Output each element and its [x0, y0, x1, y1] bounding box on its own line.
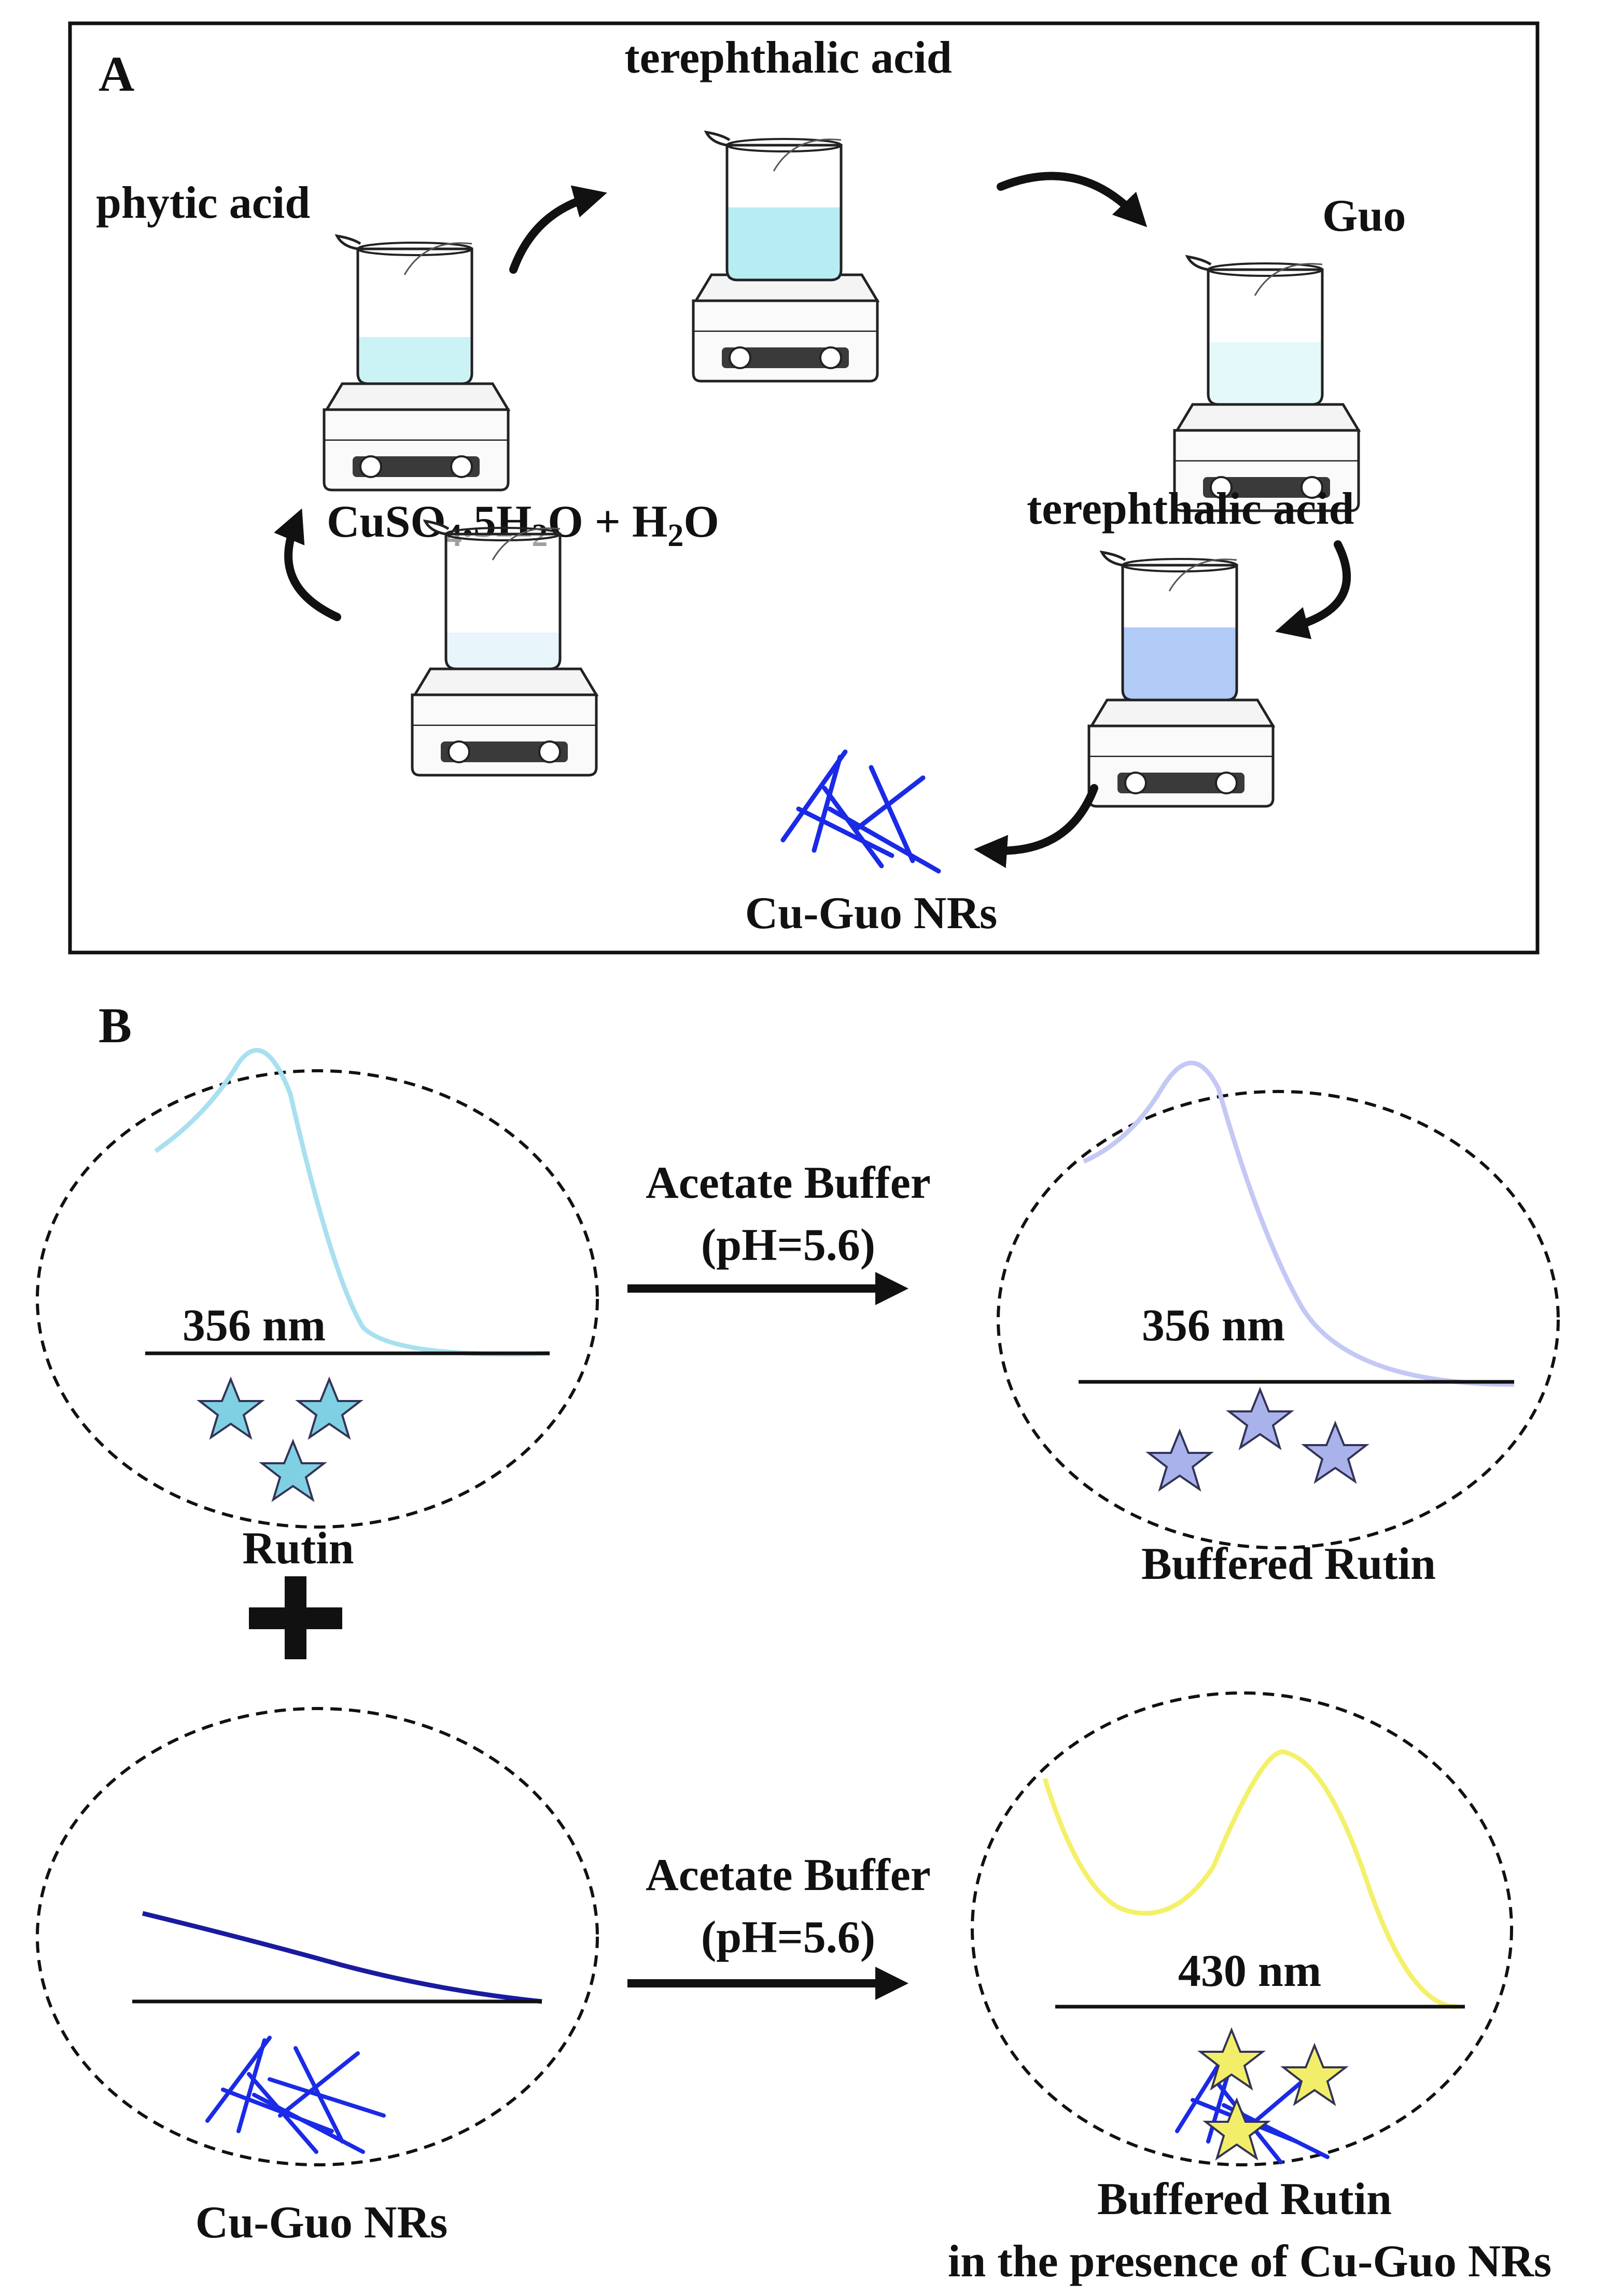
label-cu-guo-nrs-a: Cu-Guo NRs	[745, 888, 998, 939]
label-phytic: phytic acid	[96, 178, 310, 228]
rutin-star-3	[261, 1440, 325, 1501]
buffered-star-1	[1228, 1389, 1292, 1449]
ph-label-1: (pH=5.6)	[701, 1220, 875, 1270]
buffered-peak-label: 356 nm	[1142, 1300, 1285, 1351]
panel-a-frame	[68, 21, 1540, 955]
stirrer-terephthalic-right	[1089, 552, 1273, 806]
complex-spectrum: 430 nm	[971, 1691, 1513, 2166]
stirrer-phytic	[324, 236, 508, 490]
nanorods-panel-a	[780, 749, 941, 874]
label-terephthalic-right: terephthalic acid	[1027, 484, 1354, 534]
reagent-label-2: Acetate Buffer	[646, 1850, 931, 1900]
label-complex-line2: in the presence of Cu-Guo NRs	[948, 2236, 1551, 2287]
nrs-spectrum	[36, 1707, 599, 2166]
buffered-star-2	[1148, 1430, 1212, 1490]
label-guo: Guo	[1322, 191, 1406, 241]
complex-star-2	[1282, 2045, 1347, 2105]
buffered-rutin-spectrum: 356 nm	[997, 1060, 1560, 1549]
ph-label-2: (pH=5.6)	[701, 1912, 875, 1963]
rutin-peak-label: 356 nm	[183, 1300, 326, 1351]
stirrer-cuso4	[412, 521, 596, 775]
cycle-arrows	[274, 172, 1351, 869]
label-complex-line1: Buffered Rutin	[1097, 2174, 1392, 2224]
rutin-spectrum: 356 nm	[36, 1048, 599, 1529]
reagent-label-1: Acetate Buffer	[646, 1158, 931, 1208]
label-terephthalic-top: terephthalic acid	[624, 33, 952, 83]
stirrer-guo	[1174, 257, 1359, 511]
nanorods-panel-b	[205, 2036, 386, 2154]
label-cu-guo-nrs-b: Cu-Guo NRs	[195, 2197, 448, 2248]
arrow-right-down	[1275, 540, 1351, 639]
arrow-top-to-guo	[997, 172, 1148, 228]
rutin-star-1	[199, 1378, 263, 1438]
label-rutin: Rutin	[242, 1523, 354, 1574]
panel-a-label: A	[99, 46, 134, 102]
arrow-to-product	[974, 784, 1098, 869]
panel-b-label: B	[99, 998, 132, 1053]
label-buffered-rutin: Buffered Rutin	[1141, 1539, 1436, 1589]
buffered-star-3	[1303, 1422, 1367, 1482]
arrow-cuso4-up	[274, 508, 341, 621]
arrow-phytic-to-top	[509, 185, 607, 274]
plus-icon	[249, 1576, 342, 1659]
stirrer-terephthalic-top	[693, 132, 877, 381]
complex-peak-label: 430 nm	[1178, 1946, 1321, 1996]
rutin-star-2	[297, 1378, 361, 1438]
